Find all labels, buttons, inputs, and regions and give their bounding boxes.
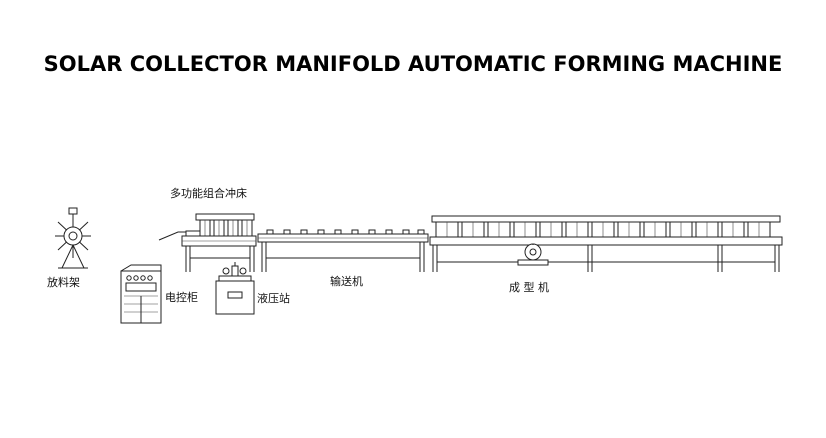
conveyor-label: 输送机 bbox=[330, 274, 363, 288]
hydraulic-station bbox=[215, 262, 255, 315]
diagram-title: SOLAR COLLECTOR MANIFOLD AUTOMATIC FORMI… bbox=[43, 52, 783, 76]
hydraulic-label: 液压站 bbox=[257, 291, 290, 305]
control-cabinet-label: 电控柜 bbox=[165, 290, 198, 304]
forming-machine bbox=[429, 215, 783, 272]
punch-press bbox=[158, 213, 257, 272]
conveyor bbox=[257, 229, 429, 272]
forming-label: 成 型 机 bbox=[509, 280, 549, 294]
decoiler bbox=[55, 207, 91, 269]
decoiler-label: 放料架 bbox=[47, 275, 80, 289]
control-cabinet bbox=[120, 264, 162, 324]
punch-label: 多功能组合冲床 bbox=[170, 186, 247, 200]
